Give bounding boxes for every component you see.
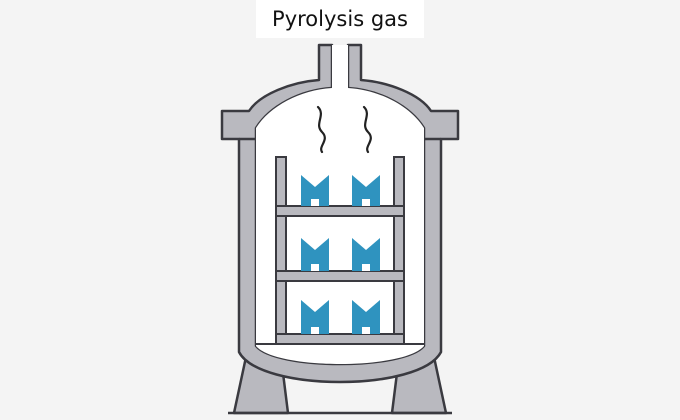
material-rack <box>275 156 405 345</box>
label-background <box>256 0 424 38</box>
material-item <box>301 238 329 271</box>
material-item <box>301 175 329 206</box>
material-item <box>352 238 380 271</box>
rack-shelf-1 <box>275 205 405 217</box>
rack-shelf-3 <box>275 333 405 345</box>
material-item <box>301 300 329 334</box>
pyrolysis-gas-label: Pyrolysis gas <box>272 7 408 31</box>
vessel-inner-chamber <box>256 45 424 364</box>
rack-right-post <box>393 156 405 343</box>
gas-wave-left <box>316 105 326 154</box>
gas-wave-right <box>362 105 372 154</box>
material-item <box>352 175 380 206</box>
rack-shelf-2 <box>275 270 405 282</box>
rack-left-post <box>275 156 287 343</box>
material-items <box>301 175 380 334</box>
material-item <box>352 300 380 334</box>
